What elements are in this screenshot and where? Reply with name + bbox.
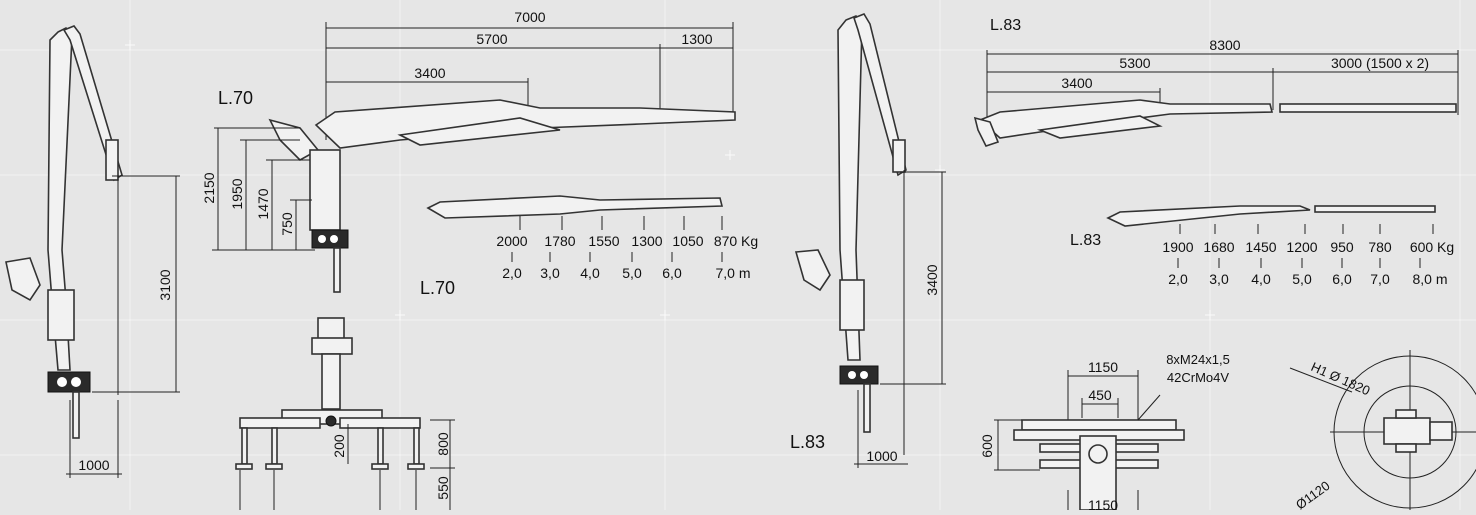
l83-dist-2: 3,0 — [1209, 271, 1229, 287]
l83-load-6: 780 — [1368, 239, 1392, 255]
l83-bolt-spec: 8xM24x1,5 — [1166, 352, 1230, 367]
l70-reach-main: 5700 — [476, 31, 507, 47]
l83-dist-5: 6,0 — [1332, 271, 1352, 287]
l83-load-diagram — [1106, 205, 1436, 268]
l83-load-4: 1200 — [1286, 239, 1317, 255]
l83-slewing-inner-diameter: Ø1120 — [1293, 478, 1333, 510]
l70-load-4: 1300 — [631, 233, 662, 249]
l70-load-2: 1780 — [544, 233, 575, 249]
l83-mount-plate — [994, 370, 1185, 511]
l83-load-3: 1450 — [1245, 239, 1276, 255]
l83-top-label: L.83 — [990, 17, 1021, 34]
l70-mast-height-label: 3100 — [157, 269, 173, 300]
l83-load-1: 1900 — [1162, 239, 1193, 255]
l83-dist-1: 2,0 — [1168, 271, 1188, 287]
l70-dist-4: 5,0 — [622, 265, 642, 281]
l70-bottom-label: L.70 — [420, 278, 455, 298]
l70-reach-ext: 1300 — [681, 31, 712, 47]
l70-load-6: 870 Kg — [714, 233, 758, 249]
l70-dist-3: 4,0 — [580, 265, 600, 281]
l70-height-1470: 1470 — [255, 188, 271, 219]
l70-height-1950: 1950 — [229, 178, 245, 209]
l83-dist-4: 5,0 — [1292, 271, 1312, 287]
l83-mount-bottom-width: 1150 — [1088, 497, 1118, 510]
l83-mount-inner-width: 450 — [1088, 387, 1112, 403]
l83-reach-main: 5300 — [1119, 55, 1150, 71]
l70-reach-inner: 3400 — [414, 65, 445, 81]
l70-dist-2: 3,0 — [540, 265, 560, 281]
l70-height-750: 750 — [279, 212, 295, 236]
l83-material-spec: 42CrMo4V — [1167, 370, 1229, 385]
l83-load-5: 950 — [1330, 239, 1354, 255]
l70-dist-1: 2,0 — [502, 265, 522, 281]
l70-base-dim-550: 550 — [435, 476, 451, 500]
l70-side-view-vertical — [5, 25, 180, 478]
l83-mast-height-label: 3400 — [924, 264, 940, 295]
l70-dist-5: 6,0 — [662, 265, 682, 281]
l83-load-7: 600 Kg — [1410, 239, 1454, 255]
l70-base-width-label: 1000 — [78, 457, 109, 473]
l83-mount-width: 1150 — [1088, 359, 1118, 375]
l70-dist-6: 7,0 m — [715, 265, 750, 281]
l70-front-view — [235, 317, 455, 510]
l83-load-2: 1680 — [1203, 239, 1234, 255]
l83-dist-7: 8,0 m — [1412, 271, 1447, 287]
l83-dist-6: 7,0 — [1370, 271, 1390, 287]
l83-side-view-vertical — [794, 13, 946, 468]
l70-side-view-extended — [212, 22, 736, 293]
l70-base-dim-800: 800 — [435, 432, 451, 456]
l83-reach-ext: 3000 (1500 x 2) — [1331, 55, 1429, 71]
l83-side-view-extended — [973, 50, 1459, 147]
l83-bottom-label: L.83 — [790, 432, 825, 452]
l83-reach-total: 8300 — [1209, 37, 1240, 53]
l70-load-5: 1050 — [672, 233, 703, 249]
l70-load-diagram — [426, 195, 724, 262]
l70-reach-total: 7000 — [514, 9, 545, 25]
l83-mount-height: 600 — [979, 434, 995, 458]
l83-slewing-circle — [1289, 350, 1476, 510]
l70-top-label: L.70 — [218, 88, 253, 108]
l70-load-3: 1550 — [588, 233, 619, 249]
l83-base-width-label: 1000 — [866, 448, 897, 464]
l70-base-dim-200: 200 — [331, 434, 347, 458]
l83-mid-label: L.83 — [1070, 232, 1101, 249]
l70-height-2150: 2150 — [201, 172, 217, 203]
l83-reach-inner: 3400 — [1061, 75, 1092, 91]
l83-dist-3: 4,0 — [1251, 271, 1271, 287]
l70-load-1: 2000 — [496, 233, 527, 249]
